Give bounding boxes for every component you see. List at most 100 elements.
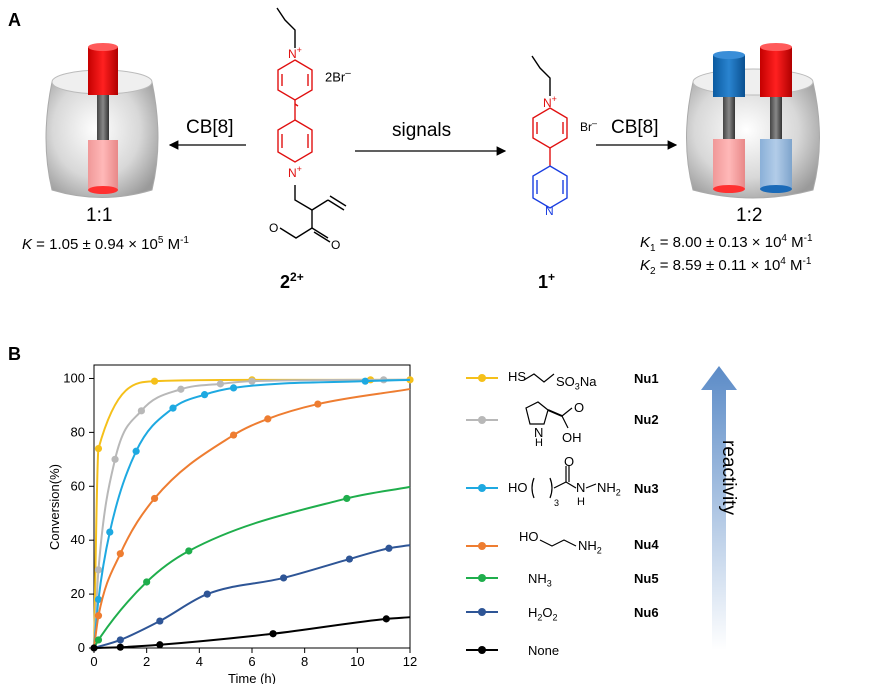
x-tick-label: 12 — [403, 654, 417, 669]
legend-none-name: None — [528, 643, 560, 658]
compound-2-o-ester: O — [269, 221, 279, 235]
reactivity-arrow — [701, 366, 737, 650]
data-point-none — [269, 630, 277, 638]
data-point-nu4 — [116, 550, 124, 558]
panel-a-label: A — [8, 10, 21, 30]
data-point-nu2 — [137, 407, 145, 415]
data-point-nu1 — [94, 444, 103, 453]
data-point-nu6 — [385, 544, 393, 552]
data-point-none — [156, 641, 164, 649]
y-tick-label: 40 — [71, 532, 85, 547]
x-tick-label: 10 — [350, 654, 364, 669]
series-line-nu5 — [93, 485, 411, 649]
legend-nu3 — [466, 466, 597, 499]
legend-nu2-chem-n: N — [534, 425, 544, 440]
k2-binding-constant: K2 = 8.59 ± 0.11 × 104 M-1 — [640, 256, 812, 277]
data-point-none — [116, 643, 124, 651]
data-point-nu1 — [150, 377, 159, 385]
legend-nu3-chem-3: 3 — [554, 498, 560, 508]
legend-nu3-chem-n: N — [576, 480, 586, 495]
data-point-nu6 — [280, 574, 288, 582]
k1-binding-constant: K1 = 8.00 ± 0.13 × 104 M-1 — [640, 233, 813, 254]
legend-nu2 — [466, 401, 573, 429]
y-tick-label: 80 — [71, 424, 85, 439]
x-tick-label: 6 — [248, 654, 255, 669]
data-point-nu3 — [94, 595, 103, 604]
compound-1-pyridine-n: N — [545, 204, 554, 218]
series-line-nu6 — [93, 544, 411, 649]
data-point-none — [382, 615, 390, 623]
data-point-nu3 — [132, 447, 140, 455]
legend-nu5-name: Nu5 — [634, 571, 659, 586]
legend-nu1 — [466, 373, 555, 383]
compound-1-label: 1+ — [538, 270, 556, 292]
data-point-nu5 — [94, 636, 103, 644]
data-point-nu4 — [150, 494, 159, 503]
left-binding-constant: K = 1.05 ± 0.94 × 105 M-1 — [22, 235, 189, 253]
panel-b-label: B — [8, 344, 21, 364]
legend-nu4 — [466, 539, 577, 550]
left-host-label: CB[8] — [186, 117, 234, 138]
data-point-origin — [90, 644, 98, 652]
legend-nu6-name: Nu6 — [634, 605, 659, 620]
data-point-nu5 — [343, 494, 351, 503]
y-tick-label: 60 — [71, 478, 85, 493]
compound-1-n-top: N+ — [543, 94, 557, 110]
legend-nu2-chem-o: O — [574, 400, 585, 415]
cb8-1to2-complex — [686, 43, 820, 199]
series-line-nu4 — [93, 388, 411, 649]
data-point-nu2 — [111, 455, 119, 463]
series-line-nu3 — [93, 378, 411, 649]
x-tick-label: 0 — [90, 654, 97, 669]
data-point-nu2 — [177, 385, 185, 393]
y-tick-label: 100 — [63, 370, 85, 385]
panel-a-scheme — [45, 7, 820, 243]
data-point-nu6 — [203, 590, 211, 598]
right-ratio: 1:2 — [736, 205, 763, 226]
data-point-nu6 — [156, 617, 164, 625]
data-point-nu5 — [185, 547, 193, 555]
left-ratio: 1:1 — [86, 205, 113, 226]
compound-2-n-bottom: N+ — [288, 164, 302, 180]
data-point-nu4 — [94, 612, 103, 620]
compound-2-counterion: 2Br– — [325, 68, 351, 85]
series-line-nu1 — [93, 378, 410, 649]
legend-nu6-chem: H2O2 — [528, 605, 558, 623]
y-axis-label: Conversion(%) — [47, 464, 62, 550]
legend-nu3-chem-h: H — [577, 496, 585, 508]
data-point-nu3 — [201, 391, 209, 399]
compound-1-counterion: Br– — [580, 118, 598, 134]
data-point-nu6 — [345, 555, 354, 563]
legend-nu6 — [466, 608, 498, 616]
cb8-1to1-complex — [45, 43, 159, 198]
legend-nu3-chem-nh2: NH2 — [597, 480, 621, 498]
legend-nu3-chem-o: O — [564, 454, 575, 469]
signals-label: signals — [392, 120, 452, 141]
y-tick-label: 20 — [71, 586, 85, 601]
legend-nu5-chem: NH3 — [528, 571, 552, 589]
data-point-nu6 — [116, 636, 124, 644]
legend-nu4-chem-nh2: NH2 — [578, 538, 602, 556]
compound-1-structure — [531, 55, 568, 209]
legend-nu2-name: Nu2 — [634, 412, 659, 427]
compound-2-label: 22+ — [280, 270, 304, 292]
x-tick-label: 2 — [143, 654, 150, 669]
compound-2-n-top: N+ — [288, 45, 302, 61]
right-host-label: CB[8] — [611, 117, 659, 138]
data-point-nu3 — [361, 377, 369, 385]
legend-nu5 — [466, 574, 498, 582]
legend-nu2-chem-h: H — [535, 437, 543, 449]
legend-nu3-name: Nu3 — [634, 481, 659, 496]
data-point-nu5 — [143, 578, 151, 586]
data-point-nu3 — [106, 528, 114, 536]
x-tick-label: 4 — [196, 654, 203, 669]
y-tick-label: 0 — [78, 640, 85, 655]
legend-nu4-name: Nu4 — [634, 537, 659, 552]
data-point-nu2 — [248, 377, 256, 385]
legend-none — [466, 646, 498, 654]
reactivity-label: reactivity — [718, 440, 739, 515]
x-tick-label: 8 — [301, 654, 308, 669]
series-line-none — [93, 616, 411, 649]
legend-nu1-chem-so3na: SO3Na — [556, 374, 597, 392]
